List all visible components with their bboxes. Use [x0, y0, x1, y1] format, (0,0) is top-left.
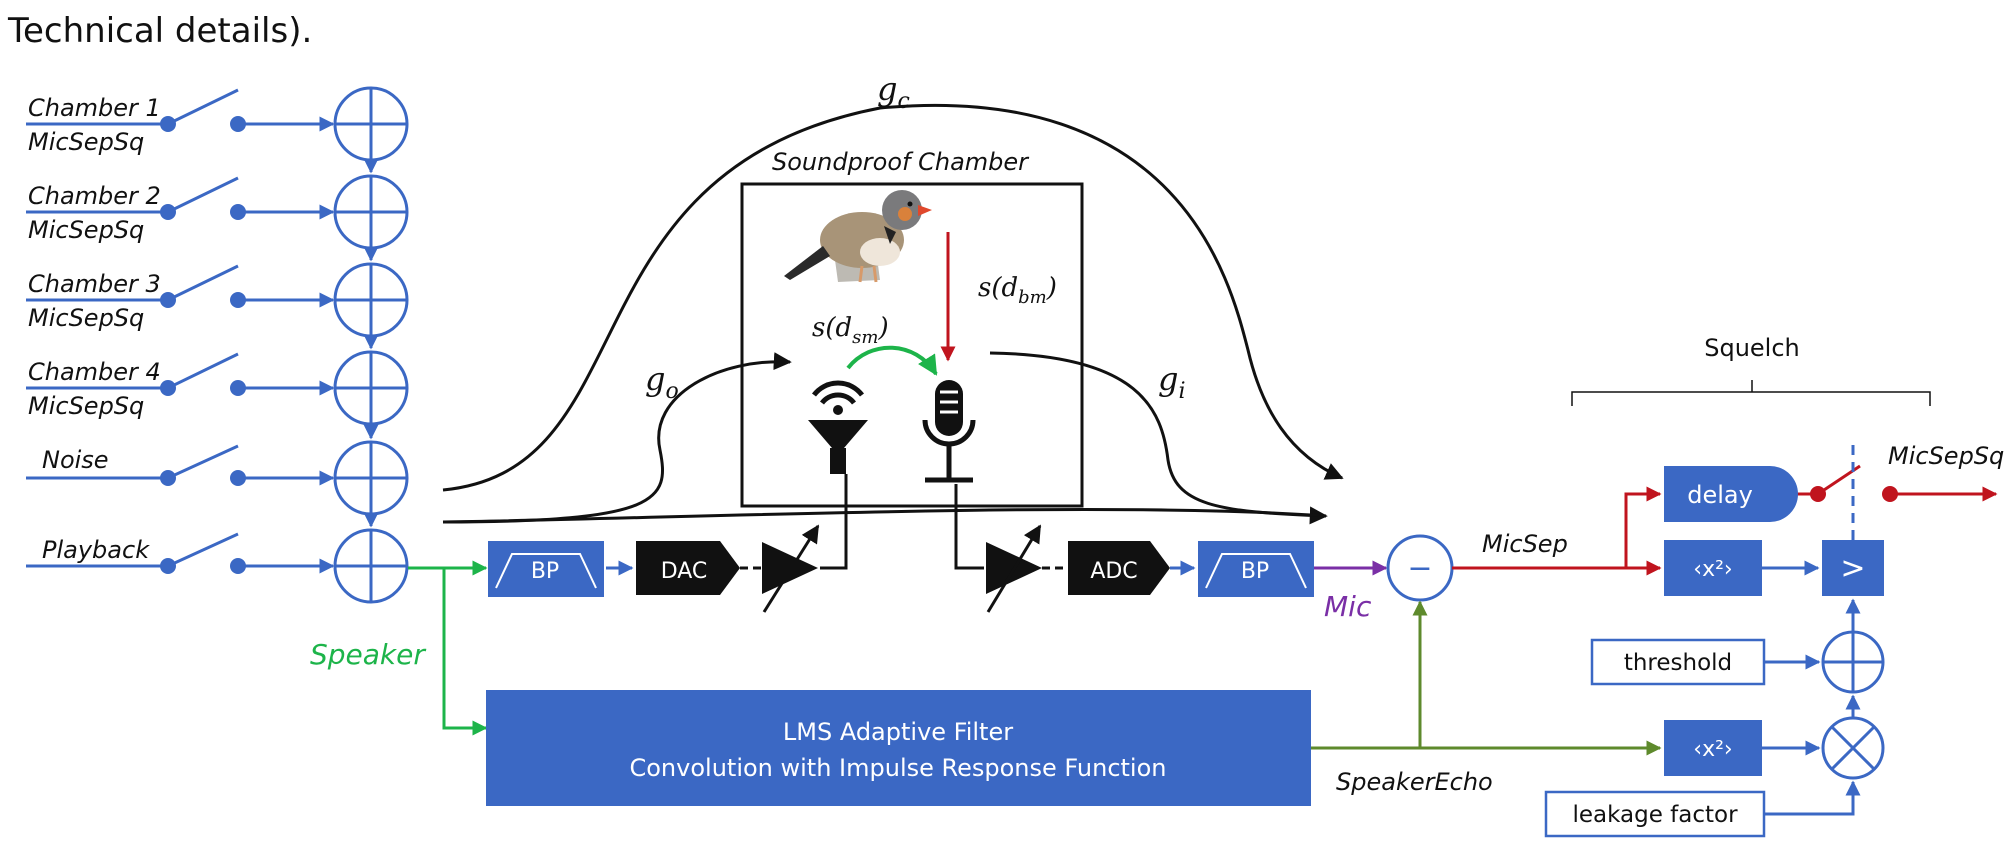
adder-5	[333, 440, 409, 516]
gain-g-o: go	[645, 360, 679, 404]
soundproof-chamber: Soundproof Chamber s(dbm) s(dsm)	[740, 148, 1084, 508]
input-3-sub: MicSepSq	[28, 304, 144, 332]
threshold-label: threshold	[1624, 650, 1732, 676]
finch-bird-icon	[784, 190, 932, 283]
mic-chain-wires	[954, 484, 1388, 576]
lms-adaptive-filter: LMS Adaptive Filter Convolution with Imp…	[486, 690, 1311, 806]
amplifier-out	[762, 524, 820, 613]
square-top-label: ‹x²›	[1693, 557, 1732, 582]
gain-g-i: gi	[1158, 360, 1186, 404]
input-3-name: Chamber 3	[28, 270, 161, 298]
bp-in-label: BP	[1241, 559, 1269, 584]
input-4-sub: MicSepSq	[28, 392, 144, 420]
microphone-icon	[922, 380, 976, 483]
caption-fragment: Technical details).	[7, 11, 312, 51]
speaker-to-mic-arrow	[846, 345, 938, 376]
adder-4	[333, 350, 409, 426]
leakage-multiplier	[1821, 716, 1885, 780]
input-5-name: Noise	[42, 446, 109, 474]
speaker-echo-wires	[1311, 600, 1662, 756]
dac-block: DAC	[636, 541, 740, 595]
bp-out-label: BP	[531, 559, 559, 584]
chamber-box	[740, 182, 1084, 508]
squelch-bracket: Squelch	[1571, 334, 1931, 406]
threshold-box: threshold	[1590, 638, 1766, 686]
adder-6	[333, 528, 409, 604]
threshold-adder	[1821, 630, 1885, 694]
speakerecho-signal-label: SpeakerEcho	[1336, 768, 1493, 796]
path-g-c	[442, 103, 1344, 492]
gain-g-c: gc	[877, 70, 910, 114]
speaker-icon	[808, 380, 868, 474]
path-g-i	[989, 351, 1328, 525]
delay-block: delay	[1664, 466, 1798, 522]
squelch-logic-wires	[1762, 440, 1861, 816]
leakage-label: leakage factor	[1572, 802, 1738, 828]
comparator-block: >	[1822, 540, 1884, 596]
delay-label: delay	[1687, 481, 1753, 509]
speaker-chain-wires	[408, 474, 848, 736]
switch-contacts	[160, 116, 246, 574]
path-direct	[442, 507, 1327, 524]
subtractor: −	[1386, 534, 1454, 602]
s-dsm-label: s(dsm)	[812, 313, 889, 348]
s-dbm-label: s(dbm)	[978, 273, 1057, 308]
input-6-name: Playback	[42, 536, 150, 564]
gain-labels: gc go gi	[645, 70, 1186, 404]
subtractor-sign: −	[1407, 551, 1432, 586]
speaker-signal-label: Speaker	[310, 638, 426, 671]
input-2-sub: MicSepSq	[28, 216, 144, 244]
chamber-title: Soundproof Chamber	[772, 148, 1030, 176]
amplifier-in	[986, 524, 1042, 613]
adder-1	[333, 86, 409, 162]
adc-label: ADC	[1090, 559, 1137, 584]
square-block-top: ‹x²›	[1664, 540, 1762, 596]
sum-adders	[333, 86, 409, 604]
adder-3	[333, 262, 409, 338]
adder-2	[333, 174, 409, 250]
squelch-switch-contacts	[1810, 486, 1898, 502]
leakage-factor-box: leakage factor	[1544, 790, 1766, 838]
bp-filter-in: BP	[1198, 541, 1314, 597]
adc-block: ADC	[1068, 541, 1170, 595]
square-bottom-label: ‹x²›	[1693, 737, 1732, 762]
lms-subtitle: Convolution with Impulse Response Functi…	[629, 754, 1166, 782]
square-block-bottom: ‹x²›	[1664, 720, 1762, 776]
input-switches	[26, 88, 379, 574]
input-1-sub: MicSepSq	[28, 128, 144, 156]
gain-paths	[442, 103, 1344, 525]
lms-title: LMS Adaptive Filter	[783, 718, 1013, 746]
micsep-signal-label: MicSep	[1482, 530, 1568, 558]
path-g-o	[442, 352, 792, 524]
bp-filter-out: BP	[488, 541, 604, 597]
input-1-name: Chamber 1	[28, 94, 161, 122]
input-labels: Chamber 1 MicSepSq Chamber 2 MicSepSq Ch…	[28, 94, 161, 564]
micsepsq-signal-label: MicSepSq	[1888, 442, 2004, 470]
dac-label: DAC	[661, 559, 708, 584]
input-4-name: Chamber 4	[28, 358, 161, 386]
mic-signal-label: Mic	[1324, 590, 1372, 623]
comparator-label: >	[1840, 551, 1865, 586]
input-2-name: Chamber 2	[28, 182, 161, 210]
squelch-label: Squelch	[1704, 334, 1800, 362]
